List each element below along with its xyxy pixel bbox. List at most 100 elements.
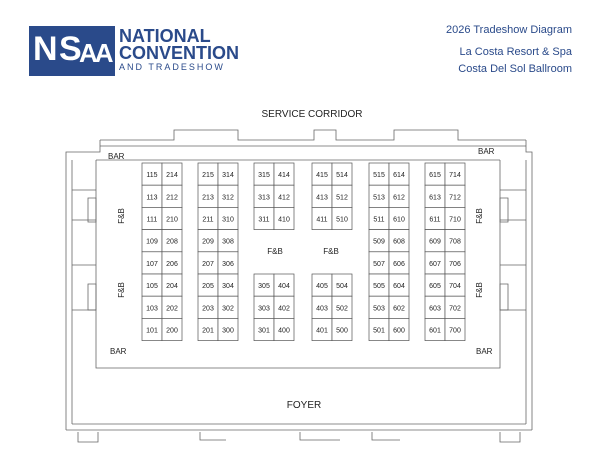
booth-number-515: 515: [373, 172, 385, 179]
booth-410: [273, 207, 295, 230]
booth-number-202: 202: [166, 305, 178, 312]
bar-top-right: BAR: [478, 147, 495, 156]
booth-number-214: 214: [166, 172, 178, 179]
booth-number-612: 612: [393, 194, 405, 201]
booth-number-600: 600: [393, 328, 405, 335]
booth-number-206: 206: [166, 261, 178, 268]
bar-bottom-right: BAR: [476, 347, 493, 356]
booth-number-205: 205: [202, 283, 214, 290]
booth-number-606: 606: [393, 261, 405, 268]
booth-number-310: 310: [222, 217, 234, 224]
booth-number-704: 704: [449, 283, 461, 290]
booth-number-308: 308: [222, 239, 234, 246]
booth-number-615: 615: [429, 172, 441, 179]
booth-number-601: 601: [429, 328, 441, 335]
fb-right-lower: F&B: [475, 282, 484, 298]
booth-number-611: 611: [429, 217, 440, 224]
booth-number-714: 714: [449, 172, 461, 179]
booth-number-500: 500: [336, 328, 348, 335]
booth-number-208: 208: [166, 239, 178, 246]
booth-200: [161, 318, 183, 341]
booth-number-503: 503: [373, 305, 385, 312]
booth-number-303: 303: [258, 305, 270, 312]
booth-number-314: 314: [222, 172, 234, 179]
bar-bottom-left: BAR: [110, 347, 127, 356]
venue-name: La Costa Resort & Spa: [459, 46, 572, 58]
booth-number-302: 302: [222, 305, 234, 312]
booth-number-512: 512: [336, 194, 348, 201]
booth-number-201: 201: [202, 328, 214, 335]
diagram-title: 2026 Tradeshow Diagram: [446, 24, 572, 36]
booth-number-700: 700: [449, 328, 461, 335]
booth-number-313: 313: [258, 194, 270, 201]
booth-number-414: 414: [278, 172, 290, 179]
fb-center-left: F&B: [267, 247, 283, 256]
booth-number-304: 304: [222, 283, 234, 290]
booth-number-514: 514: [336, 172, 348, 179]
booth-number-605: 605: [429, 283, 441, 290]
booth-number-311: 311: [258, 217, 269, 224]
booth-number-607: 607: [429, 261, 441, 268]
booth-number-209: 209: [202, 239, 214, 246]
booth-number-708: 708: [449, 239, 461, 246]
booth-number-502: 502: [336, 305, 348, 312]
booth-number-413: 413: [316, 194, 328, 201]
booth-number-513: 513: [373, 194, 385, 201]
booth-number-111: 111: [147, 217, 158, 224]
booth-number-507: 507: [373, 261, 385, 268]
booth-510: [331, 207, 353, 230]
booth-number-207: 207: [202, 261, 214, 268]
booth-number-312: 312: [222, 194, 234, 201]
booth-number-215: 215: [202, 172, 214, 179]
booth-number-405: 405: [316, 283, 328, 290]
booth-number-412: 412: [278, 194, 290, 201]
foyer-label: FOYER: [287, 400, 321, 411]
booth-number-305: 305: [258, 283, 270, 290]
booth-number-613: 613: [429, 194, 441, 201]
booth-number-210: 210: [166, 217, 178, 224]
booth-number-315: 315: [258, 172, 270, 179]
booth-number-608: 608: [393, 239, 405, 246]
booth-number-200: 200: [166, 328, 178, 335]
bar-top-left: BAR: [108, 152, 125, 161]
booth-number-109: 109: [146, 239, 158, 246]
fb-center-right: F&B: [323, 247, 339, 256]
booth-number-404: 404: [278, 283, 290, 290]
booth-number-603: 603: [429, 305, 441, 312]
booth-number-203: 203: [202, 305, 214, 312]
booth-number-710: 710: [449, 217, 461, 224]
booth-number-706: 706: [449, 261, 461, 268]
booth-500: [331, 318, 353, 341]
booth-number-712: 712: [449, 194, 461, 201]
booth-number-103: 103: [146, 305, 158, 312]
booth-number-602: 602: [393, 305, 405, 312]
booth-number-301: 301: [258, 328, 270, 335]
booth-number-410: 410: [278, 217, 290, 224]
booth-600: [388, 318, 410, 341]
booth-number-113: 113: [146, 194, 157, 201]
booth-number-400: 400: [278, 328, 290, 335]
booth-number-411: 411: [316, 217, 327, 224]
booth-number-306: 306: [222, 261, 234, 268]
booth-number-501: 501: [373, 328, 385, 335]
booth-number-614: 614: [393, 172, 405, 179]
booth-number-402: 402: [278, 305, 290, 312]
booth-number-212: 212: [166, 194, 178, 201]
booth-number-505: 505: [373, 283, 385, 290]
booth-number-702: 702: [449, 305, 461, 312]
booth-number-211: 211: [202, 217, 213, 224]
booth-number-204: 204: [166, 283, 178, 290]
booth-700: [444, 318, 466, 341]
booth-300: [217, 318, 239, 341]
booth-number-101: 101: [146, 328, 158, 335]
fb-left-upper: F&B: [117, 208, 126, 224]
service-corridor-label: SERVICE CORRIDOR: [262, 109, 363, 120]
booth-number-115: 115: [146, 172, 157, 179]
logo-text: NATIONAL CONVENTION AND TRADESHOW: [119, 26, 240, 72]
booth-number-604: 604: [393, 283, 405, 290]
booth-number-213: 213: [202, 194, 214, 201]
booth-number-504: 504: [336, 283, 348, 290]
